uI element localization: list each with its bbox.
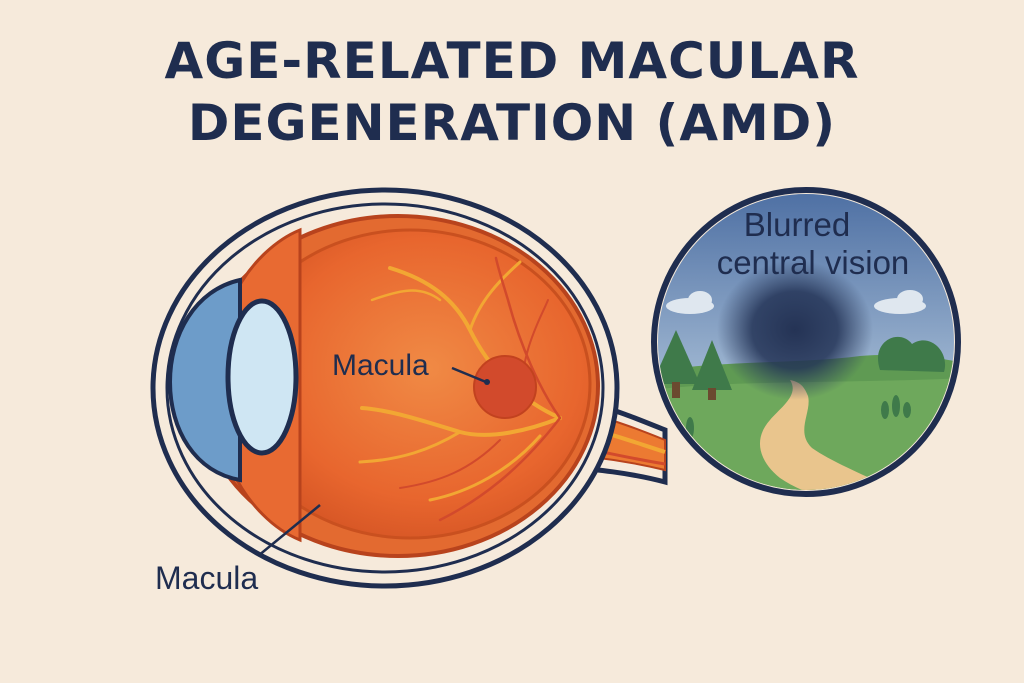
- title-line-1: AGE-RELATED MACULAR: [164, 32, 860, 90]
- trees: [658, 330, 946, 400]
- cornea-lens: [167, 277, 299, 483]
- title-line-2: DEGENERATION (AMD): [187, 94, 837, 152]
- clouds: [666, 290, 926, 314]
- retinal-vessels: [358, 256, 562, 522]
- eyeball: [150, 187, 620, 589]
- vision-inset: Blurred central vision: [651, 187, 961, 497]
- macula-inner-leader-dot: [484, 379, 490, 385]
- macula-inner-leader: [451, 366, 487, 384]
- macula-outer-leader: [257, 504, 321, 557]
- winding-path: [760, 380, 930, 490]
- inset-caption-line-1: Blurred: [744, 206, 850, 243]
- inset-caption-line-2: central vision: [717, 244, 910, 281]
- macula-outer-label: Macula: [155, 560, 258, 596]
- page-title: AGE-RELATED MACULAR DEGENERATION (AMD): [0, 30, 1024, 154]
- blur-spot: [717, 260, 873, 400]
- macula-inner-label: Macula: [332, 349, 429, 382]
- macula-spot: [473, 355, 537, 419]
